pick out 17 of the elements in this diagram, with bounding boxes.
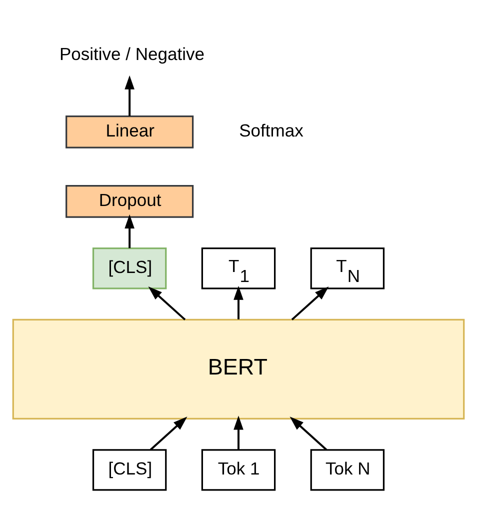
node-box: Tok 1 — [201, 449, 276, 491]
node-box: BERT — [12, 318, 465, 420]
node-box: [CLS] — [92, 248, 167, 290]
arrow — [150, 416, 188, 450]
node-box: Tok N — [310, 449, 385, 491]
node-box: Linear — [66, 115, 194, 148]
arrow — [291, 286, 329, 320]
arrow — [148, 286, 186, 320]
node-text: Positive / Negative — [59, 44, 205, 64]
node-box: [CLS] — [92, 449, 167, 491]
arrow — [124, 214, 134, 248]
arrow — [290, 416, 328, 450]
arrow — [124, 75, 134, 116]
arrow — [234, 286, 244, 320]
node-box: Dropout — [66, 184, 194, 218]
node-label: Softmax — [239, 120, 304, 141]
arrow — [234, 416, 244, 450]
